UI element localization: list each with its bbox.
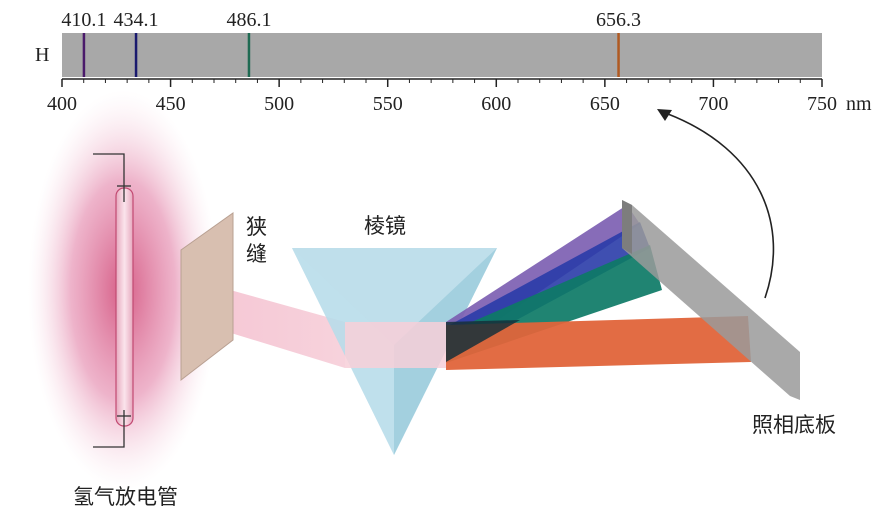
spectrum-line-labels: 410.1 434.1 486.1 656.3: [61, 9, 641, 31]
top-electrode-icon: [93, 153, 125, 202]
spectrum-lines: [82, 33, 620, 77]
prism-label: 棱镜: [364, 214, 406, 238]
spectral-line-label: 656.3: [596, 9, 641, 31]
tick-label: 500: [264, 93, 294, 115]
tick-label: 400: [47, 93, 77, 115]
tick-label: 750: [807, 93, 837, 115]
tube-label: 氢气放电管: [73, 485, 178, 509]
prism: 棱镜: [292, 214, 497, 455]
tick-label: 700: [698, 93, 728, 115]
slit-label-1: 狭: [246, 215, 267, 239]
beam-red: [446, 316, 751, 370]
incident-beam: [205, 283, 345, 368]
bottom-electrode-icon: [93, 410, 125, 448]
plate-label: 照相底板: [752, 413, 836, 437]
tube-glass: [115, 187, 134, 427]
curved-arrow: [657, 109, 775, 299]
hydrogen-discharge-tube: 氢气放电管: [28, 90, 218, 509]
wavelength-ticks: [61, 79, 823, 87]
slit-label-2: 缝: [246, 242, 267, 266]
spectrum-band: [62, 33, 822, 77]
unit-label: nm: [846, 93, 872, 115]
tick-label: 550: [373, 93, 403, 115]
spectral-line-label: 410.1: [61, 9, 106, 31]
spectral-line-label: 434.1: [114, 9, 159, 31]
tick-label: 600: [481, 93, 511, 115]
tick-label: 650: [590, 93, 620, 115]
spectral-line-label: 486.1: [226, 9, 271, 31]
photographic-plate: 照相底板: [622, 200, 836, 437]
slit-panel: 狭 缝: [180, 212, 267, 382]
beam-overlap: [446, 320, 520, 362]
beam-inside-prism: [345, 322, 446, 368]
element-label: H: [35, 44, 49, 66]
dispersed-beams: [446, 205, 751, 370]
